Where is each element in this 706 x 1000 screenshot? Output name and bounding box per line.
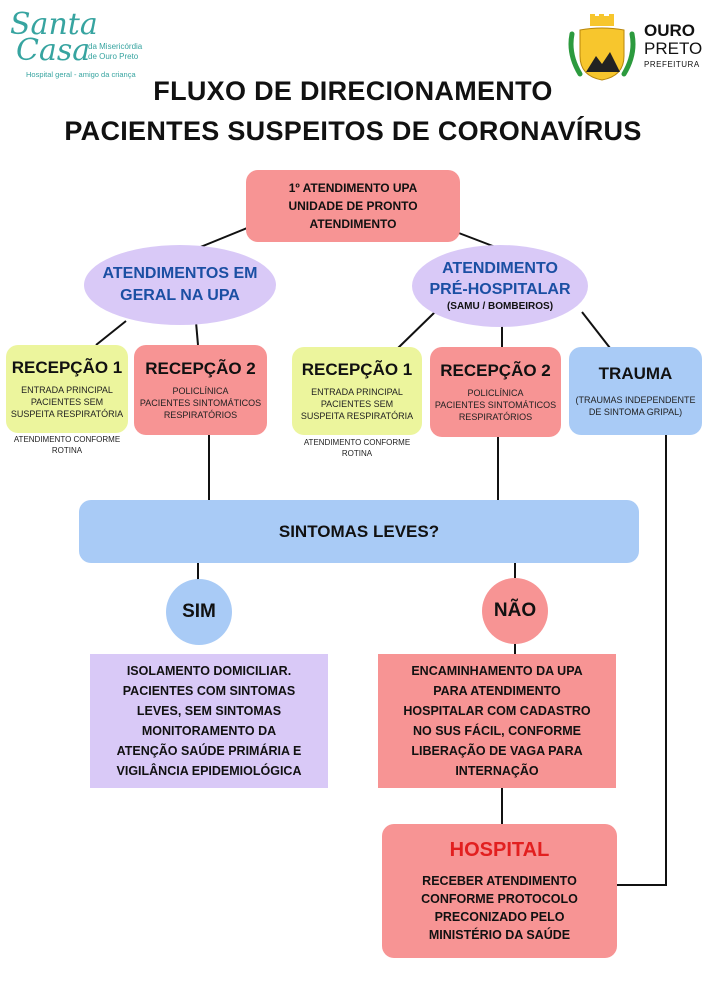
left-reception-1: RECEPÇÃO 1 ENTRADA PRINCIPAL PACIENTES S…: [6, 345, 128, 433]
home-isolation-line3: LEVES, SEM SINTOMAS: [136, 704, 282, 718]
left-reception-1-note: ATENDIMENTO CONFORME ROTINA: [6, 434, 128, 456]
mild-symptoms-question: SINTOMAS LEVES?: [79, 500, 639, 563]
no-circle: NÃO: [482, 578, 548, 644]
right-reception-1-note-line2: ROTINA: [341, 449, 373, 458]
general-attendance-line2: GERAL NA UPA: [120, 287, 240, 304]
ouro-preto-word2: PRETO: [644, 39, 703, 58]
page-title-line2: PACIENTES SUSPEITOS DE CORONAVÍRUS: [64, 116, 642, 146]
hospital-line3: PRECONIZADO PELO: [434, 910, 565, 924]
hospital-line4: MINISTÉRIO DA SAÚDE: [428, 928, 571, 942]
connector-left-r1: [95, 320, 127, 346]
connector-trauma-to-hospital: [617, 434, 667, 886]
right-reception-1-note: ATENDIMENTO CONFORME ROTINA: [292, 437, 422, 459]
left-reception-1-line1: ENTRADA PRINCIPAL: [21, 385, 113, 395]
hospital-referral-line2: PARA ATENDIMENTO: [433, 684, 561, 698]
right-reception-2-line2: PACIENTES SINTOMÁTICOS: [434, 400, 557, 410]
santa-casa-logo-word1: Santa: [10, 7, 98, 42]
crest-icon: [568, 14, 636, 81]
hospital-referral-line3: HOSPITALAR COM CADASTRO: [403, 704, 591, 718]
left-reception-1-header: RECEPÇÃO 1: [11, 358, 123, 377]
trauma-line1: (TRAUMAS INDEPENDENTE: [575, 395, 696, 405]
trauma-header: TRAUMA: [598, 364, 673, 383]
right-reception-1-line2: PACIENTES SEM: [320, 399, 394, 409]
connector-left-r2: [195, 321, 199, 346]
right-reception-2-line1: POLICLÍNICA: [467, 388, 524, 398]
hospital-referral-line1: ENCAMINHAMENTO DA UPA: [411, 664, 583, 678]
home-isolation-line5: ATENÇÃO SAÚDE PRIMÁRIA E: [116, 744, 302, 758]
left-reception-2-header: RECEPÇÃO 2: [145, 359, 256, 378]
first-attendance-node: 1º ATENDIMENTO UPA UNIDADE DE PRONTO ATE…: [246, 170, 460, 242]
left-reception-1-line2: PACIENTES SEM: [30, 397, 104, 407]
ouro-preto-word1: OURO: [644, 21, 695, 40]
left-reception-1-line3: SUSPEITA RESPIRATÓRIA: [10, 409, 124, 419]
first-attendance-line2: UNIDADE DE PRONTO: [288, 199, 418, 213]
yes-circle: SIM: [166, 579, 232, 645]
right-reception-1-header: RECEPÇÃO 1: [301, 360, 413, 379]
right-reception-1-line1: ENTRADA PRINCIPAL: [311, 387, 403, 397]
right-reception-2-line3: RESPIRATÓRIOS: [458, 412, 533, 422]
hospital-header: HOSPITAL: [449, 839, 550, 861]
left-reception-1-note-line2: ROTINA: [51, 446, 83, 455]
prehospital-line2: PRÉ-HOSPITALAR: [429, 281, 571, 298]
home-isolation-line2: PACIENTES COM SINTOMAS: [122, 684, 296, 698]
connector-right-r1: [397, 311, 436, 349]
left-reception-2: RECEPÇÃO 2 POLICLÍNICA PACIENTES SINTOMÁ…: [134, 345, 267, 435]
home-isolation-line1: ISOLAMENTO DOMICILIAR.: [126, 664, 292, 678]
hospital-box: HOSPITAL RECEBER ATENDIMENTO CONFORME PR…: [382, 824, 617, 958]
prehospital-line3: (SAMU / BOMBEIROS): [446, 301, 554, 312]
right-reception-1: RECEPÇÃO 1 ENTRADA PRINCIPAL PACIENTES S…: [292, 347, 422, 435]
home-isolation-box: ISOLAMENTO DOMICILIAR. PACIENTES COM SIN…: [90, 654, 328, 788]
santa-casa-logo-tag3: Hospital geral - amigo da criança: [26, 70, 136, 79]
right-reception-2-header: RECEPÇÃO 2: [440, 361, 551, 380]
hospital-referral-line4: NO SUS FÁCIL, CONFORME: [412, 724, 582, 738]
hospital-line2: CONFORME PROTOCOLO: [421, 892, 578, 906]
left-reception-2-line3: RESPIRATÓRIOS: [163, 410, 238, 420]
santa-casa-logo-tag1: da Misericórdia: [88, 42, 143, 51]
home-isolation-line4: MONITORAMENTO DA: [141, 724, 277, 738]
first-attendance-line3: ATENDIMENTO: [309, 217, 397, 231]
prehospital-line1: ATENDIMENTO: [442, 260, 558, 277]
left-reception-2-line1: POLICLÍNICA: [172, 386, 229, 396]
prehospital-attendance-group: ATENDIMENTO PRÉ-HOSPITALAR (SAMU / BOMBE…: [412, 245, 588, 327]
ouro-preto-logo: OURO PRETO PREFEITURA: [566, 14, 702, 84]
santa-casa-logo-word2: Casa: [16, 33, 91, 68]
trauma-box: TRAUMA (TRAUMAS INDEPENDENTE DE SINTOMA …: [569, 347, 702, 435]
trauma-line2: DE SINTOMA GRIPAL): [588, 407, 683, 417]
connector-right-trauma: [581, 311, 611, 349]
general-attendance-group: ATENDIMENTOS EM GERAL NA UPA: [84, 245, 276, 325]
right-reception-1-note-line1: ATENDIMENTO CONFORME: [303, 438, 411, 447]
right-reception-1-line3: SUSPEITA RESPIRATÓRIA: [300, 411, 414, 421]
santa-casa-logo-tag2: de Ouro Preto: [88, 52, 139, 61]
santa-casa-logo: Santa Casa da Misericórdia de Ouro Preto…: [10, 10, 160, 90]
first-attendance-line1: 1º ATENDIMENTO UPA: [288, 181, 418, 195]
hospital-referral-box: ENCAMINHAMENTO DA UPA PARA ATENDIMENTO H…: [378, 654, 616, 788]
right-reception-2: RECEPÇÃO 2 POLICLÍNICA PACIENTES SINTOMÁ…: [430, 347, 561, 437]
general-attendance-line1: ATENDIMENTOS EM: [102, 265, 258, 282]
no-circle-label: NÃO: [493, 600, 537, 621]
mild-symptoms-question-text: SINTOMAS LEVES?: [278, 521, 440, 541]
left-reception-1-note-line1: ATENDIMENTO CONFORME: [13, 435, 121, 444]
hospital-line1: RECEBER ATENDIMENTO: [422, 874, 577, 888]
page-title-line1: FLUXO DE DIRECIONAMENTO: [153, 76, 553, 106]
hospital-referral-line6: INTERNAÇÃO: [455, 764, 539, 778]
ouro-preto-word3: PREFEITURA: [644, 60, 700, 69]
hospital-referral-line5: LIBERAÇÃO DE VAGA PARA: [411, 744, 583, 758]
yes-circle-label: SIM: [182, 601, 216, 622]
left-reception-2-line2: PACIENTES SINTOMÁTICOS: [139, 398, 262, 408]
home-isolation-line6: VIGILÂNCIA EPIDEMIOLÓGICA: [116, 764, 302, 778]
